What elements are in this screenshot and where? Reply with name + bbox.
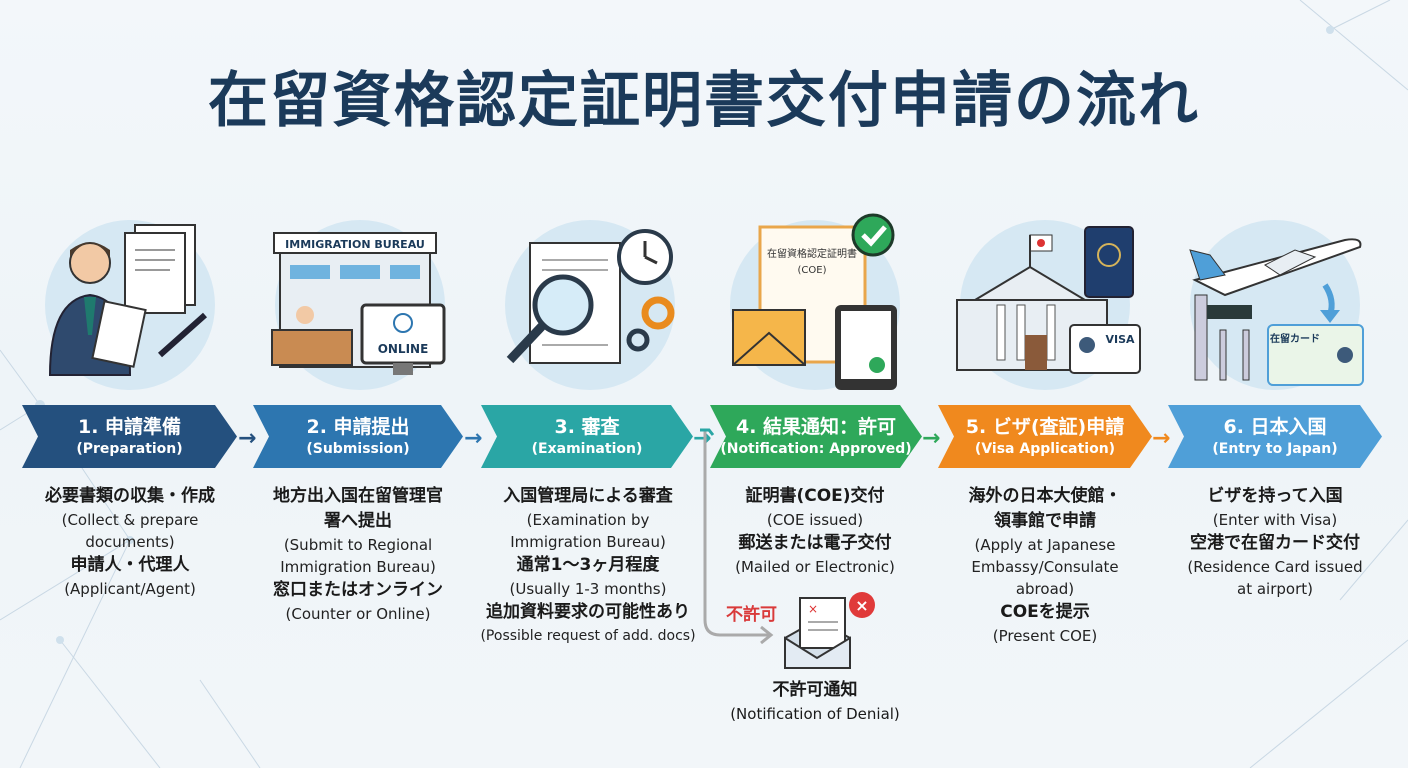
step-title: 4. 結果通知：許可 (735, 415, 897, 438)
denial-subtitle: (Notification of Denial) (730, 705, 900, 723)
arrow-right-icon: → (238, 426, 257, 451)
desc-jp: 追加資料要求の可能性あり (486, 602, 690, 622)
step-subtitle: (Submission) (306, 440, 410, 457)
desc-jp: 地方出入国在留管理官署へ提出 (273, 486, 443, 531)
arrow-right-icon: → (922, 426, 941, 451)
desc-en: (Collect & prepare documents) (61, 511, 199, 551)
step-title: 3. 審査 (554, 415, 620, 438)
step-title: 2. 申請提出 (306, 415, 410, 438)
svg-text:×: × (855, 596, 868, 615)
desc-en: (Enter with Visa) (1212, 511, 1338, 529)
denial-envelope-icon: × × (784, 592, 875, 669)
visa-label: VISA (1105, 333, 1135, 346)
examination-magnifier-icon (505, 220, 675, 390)
embassy-visa-passport-icon: VISA (956, 220, 1141, 390)
step-2-banner: 2. 申請提出 (Submission) (253, 405, 463, 468)
step-subtitle: (Notification: Approved) (720, 440, 912, 457)
page-title: 在留資格認定証明書交付申請の流れ (208, 66, 1200, 136)
desc-en: (Residence Card issued at airport) (1187, 558, 1363, 598)
step-4-description: 証明書(COE)交付 (COE issued) 郵送または電子交付 (Mailed … (695, 484, 935, 578)
certificate-coe: (COE) (798, 265, 827, 276)
denial-title: 不許可通知 (772, 680, 858, 700)
desc-en: (Applicant/Agent) (64, 580, 196, 598)
residence-card-label: 在留カード (1270, 332, 1320, 345)
desc-jp: 通常1〜3ヶ月程度 (516, 555, 660, 575)
desc-jp: 入国管理局による審査 (503, 486, 673, 506)
immigration-bureau-online-icon: IMMIGRATION BUREAU ONLINE (271, 220, 446, 390)
denial-tag: 不許可 (726, 605, 777, 625)
desc-jp: 証明書(COE)交付 (745, 486, 885, 506)
arrow-right-icon: → (464, 426, 483, 451)
desc-en: (Possible request of add. docs) (480, 628, 696, 644)
airplane-residence-card-icon: 在留カード (1189, 220, 1364, 390)
arrow-right-icon: → (693, 426, 712, 451)
desc-jp: 空港で在留カード交付 (1190, 533, 1360, 553)
desc-en: (Examination by Immigration Bureau) (510, 511, 666, 551)
step-1-description: 必要書類の収集・作成(Collect & prepare documents) … (10, 484, 250, 600)
step-subtitle: (Preparation) (76, 440, 183, 457)
step-4-banner: 4. 結果通知：許可 (Notification: Approved) (710, 405, 922, 468)
step-6-description: ビザを持って入国 (Enter with Visa) 空港で在留カード交付 (Res… (1155, 484, 1395, 600)
step-subtitle: (Visa Application) (974, 440, 1116, 457)
approved-certificate-icon: 在留資格認定証明書 (COE) (730, 213, 900, 390)
step-3-banner: 3. 審査 (Examination) (481, 405, 693, 468)
online-label: ONLINE (378, 342, 429, 356)
denial-branch-arrow (700, 428, 774, 645)
certificate-heading: 在留資格認定証明書 (767, 247, 857, 260)
step-6-banner: 6. 日本入国 (Entry to Japan) (1168, 405, 1382, 468)
step-5-banner: 5. ビザ(査証)申請 (Visa Application) (938, 405, 1152, 468)
desc-jp: ビザを持って入国 (1207, 486, 1343, 506)
arrow-right-icon: → (1152, 426, 1171, 451)
step-subtitle: (Entry to Japan) (1212, 440, 1338, 457)
step-2-description: 地方出入国在留管理官署へ提出 (Submit to Regional Immigr… (238, 484, 478, 625)
desc-en: (COE issued) (766, 511, 864, 529)
step-1-banner: 1. 申請準備 (Preparation) (22, 405, 237, 468)
desc-en: (Submit to Regional Immigration Bureau) (280, 536, 436, 576)
step-5-description: 海外の日本大使館・領事館で申請 (Apply at Japanese Embass… (925, 484, 1165, 647)
step-3-description: 入国管理局による審査 (Examination by Immigration Bu… (468, 484, 708, 647)
desc-en: (Counter or Online) (285, 605, 431, 623)
desc-jp: 郵送または電子交付 (738, 533, 892, 553)
desc-en: (Mailed or Electronic) (735, 558, 895, 576)
applicant-preparing-documents-icon (45, 220, 215, 390)
desc-en: (Usually 1-3 months) (509, 580, 667, 598)
svg-text:×: × (808, 602, 818, 616)
immigration-bureau-sign: IMMIGRATION BUREAU (285, 238, 425, 251)
step-subtitle: (Examination) (531, 440, 643, 457)
desc-en: (Present COE) (992, 627, 1098, 645)
step-title: 5. ビザ(査証)申請 (965, 415, 1125, 438)
desc-jp: COEを提示 (1000, 602, 1090, 622)
step-title: 6. 日本入国 (1223, 415, 1327, 438)
step-title: 1. 申請準備 (77, 415, 182, 438)
desc-en: (Apply at Japanese Embassy/Consulate abr… (971, 536, 1119, 598)
denial-description: 不許可通知 (Notification of Denial) (700, 678, 930, 725)
desc-jp: 申請人・代理人 (70, 555, 190, 575)
desc-jp: 窓口またはオンライン (273, 580, 443, 600)
desc-jp: 海外の日本大使館・領事館で申請 (968, 486, 1122, 531)
desc-jp: 必要書類の収集・作成 (45, 486, 215, 506)
